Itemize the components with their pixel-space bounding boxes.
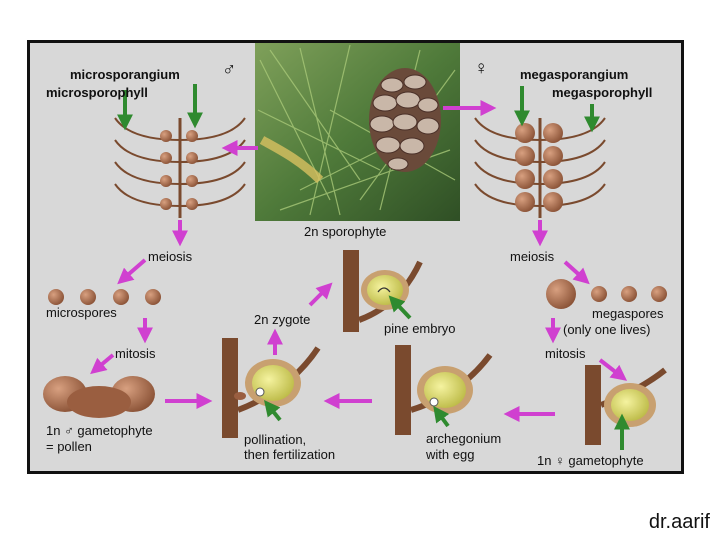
label-pine-embryo: pine embryo <box>384 321 456 336</box>
pointer-pollination <box>264 400 282 422</box>
female-symbol: ♀ <box>474 58 489 79</box>
pointer-arrows <box>117 84 630 450</box>
pointer-pine-embryo <box>388 295 412 320</box>
label-meiosis-left: meiosis <box>148 249 193 264</box>
pine-cone-photo <box>255 43 460 221</box>
arrow-mitosis-female <box>598 358 628 381</box>
seed-pollination <box>222 338 321 438</box>
seed-archegonium <box>395 345 493 435</box>
label-meiosis-right: meiosis <box>510 249 555 264</box>
label-mitosis-left: mitosis <box>115 346 156 361</box>
label-sporophyte: 2n sporophyte <box>304 224 387 239</box>
label-female-gametophyte: 1n ♀ gametophyte <box>537 453 644 468</box>
label-microsporophyll: microsporophyll <box>46 85 148 100</box>
arrow-zygote-embryo <box>308 282 333 307</box>
label-pollen: = pollen <box>46 439 92 454</box>
label-microspores: microspores <box>46 305 117 320</box>
pollen-drawing <box>43 376 155 418</box>
seed-female-gametophyte <box>585 365 667 445</box>
arrow-mitosis-pollen <box>90 353 115 375</box>
label-mitosis-right: mitosis <box>545 346 586 361</box>
label-archegonium: archegonium <box>426 431 502 446</box>
megasporophyll-drawing <box>474 117 606 218</box>
seed-embryo <box>343 250 423 332</box>
label-only-one-lives: (only one lives) <box>563 322 651 337</box>
label-zygote: 2n zygote <box>254 312 311 327</box>
pointer-archegonium <box>433 405 450 428</box>
arrow-meiosis-megaspores <box>563 260 590 285</box>
megaspores-drawing <box>546 279 667 309</box>
label-fertilization: then fertilization <box>244 447 336 462</box>
male-symbol: ♂ <box>222 59 237 80</box>
label-with-egg: with egg <box>426 447 475 462</box>
microspores-drawing <box>48 289 161 305</box>
label-pollination: pollination, <box>244 432 307 447</box>
credit-text: dr.aarif <box>648 511 710 533</box>
microsporophyll-drawing <box>114 117 246 218</box>
arrow-meiosis-microspores <box>117 258 147 285</box>
process-arrows <box>90 100 628 422</box>
label-megasporophyll: megasporophyll <box>552 85 653 100</box>
pine-cone-shape <box>369 68 441 172</box>
label-megaspores: megaspores <box>592 306 664 321</box>
label-megasporangium: megasporangium <box>520 67 629 82</box>
label-male-gametophyte: 1n ♂ gametophyte <box>46 423 153 438</box>
label-microsporangium: microsporangium <box>70 67 180 82</box>
